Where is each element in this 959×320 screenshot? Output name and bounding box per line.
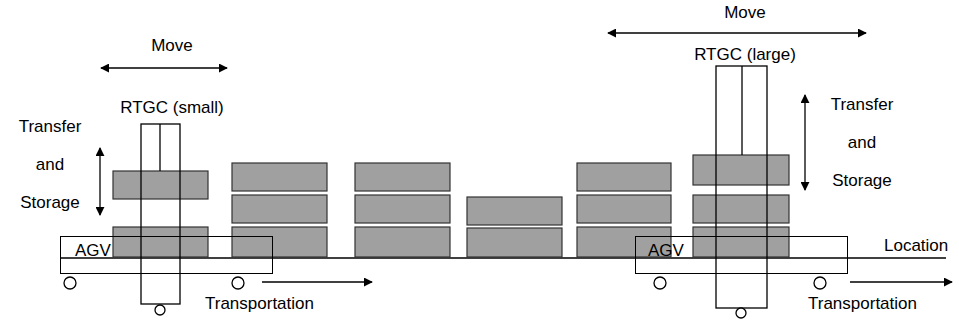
motion-label: Transportation (205, 294, 314, 314)
rtgc-small (141, 124, 180, 315)
operation-label: Transfer and Storage (19, 108, 82, 222)
agv-box: AGV (60, 236, 273, 274)
container-stacks (113, 155, 789, 257)
rtgc-large (716, 66, 767, 318)
agv-wheels (64, 277, 826, 289)
motion-label: Move (151, 36, 193, 56)
vehicle-label: AGV (648, 241, 684, 261)
crane-name: RTGC (small) (120, 98, 224, 118)
axis-label: Location (884, 236, 948, 256)
motion-label: Transportation (808, 294, 917, 314)
agv-box: AGV (635, 236, 848, 274)
motion-arrows (100, 33, 952, 282)
vehicle-label: AGV (75, 241, 111, 261)
operation-label: Transfer and Storage (831, 86, 894, 200)
motion-label: Move (724, 3, 766, 23)
crane-name: RTGC (large) (694, 45, 796, 65)
